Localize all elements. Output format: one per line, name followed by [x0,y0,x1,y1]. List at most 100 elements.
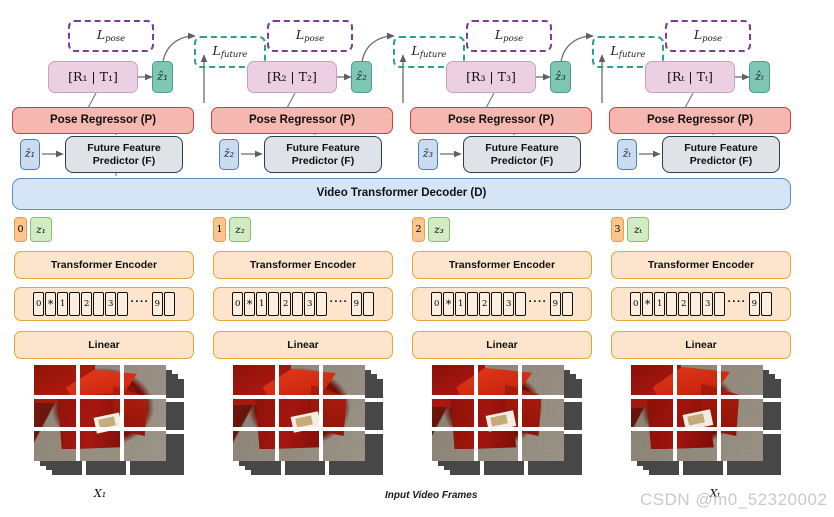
ffp-line2-1: Predictor (F) [92,154,156,167]
linear-box-3: Linear [412,331,592,359]
patch-token: 0 [630,292,642,316]
future-feature-predictor-box-2: Future Feature Predictor (F) [264,136,382,173]
linear-label-4: Linear [685,338,717,351]
patch-token [491,292,503,316]
patch-token [362,292,374,316]
z-bar-box-3: z̄₃ [418,139,438,170]
position-index-3: 2 [412,217,425,242]
pose-regressor-label-2: Pose Regressor (P) [248,113,356,126]
ffp-line1-3: Future Feature [485,142,559,155]
pose-matrix-label-1: [R₁ | T₁] [68,68,118,84]
pose-regressor-box-2: Pose Regressor (P) [211,107,393,134]
position-index-label-3: 2 [415,224,422,235]
patch-token [117,292,129,316]
loss-pose-label-4: Lpose [693,26,723,44]
transformer-encoder-label-3: Transformer Encoder [448,258,556,271]
transformer-encoder-label-1: Transformer Encoder [50,258,158,271]
future-feature-predictor-box-1: Future Feature Predictor (F) [65,136,183,173]
patch-token: 1 [256,292,268,316]
patch-token [515,292,527,316]
patch-token [268,292,280,316]
patch-token-ellipsis: ···· [329,296,349,308]
pose-matrix-box-1: [R₁ | T₁] [48,61,138,93]
loss-pose-box-2: Lpose [267,20,353,52]
position-index-4: 3 [611,217,624,242]
patch-token [760,292,772,316]
z-bar-box-1: z̄₁ [20,139,40,170]
z-bar-box-4: z̄ₜ [617,139,637,170]
pose-matrix-label-3: [R₃ | T₃] [466,68,516,84]
patch-token-ellipsis: ···· [130,296,150,308]
frame-photo-2 [233,365,365,461]
frame-label-text-1: X₁ [93,487,107,500]
loss-pose-box-1: Lpose [68,20,154,52]
loss-future-label-3: Lfuture [610,42,646,60]
z-token-1: z₁ [30,217,52,242]
patch-token: * [642,292,654,316]
loss-future-box-1: Lfuture [194,36,266,68]
z-hat-box-3: ẑ₃ [550,61,571,93]
patch-token [666,292,678,316]
patch-token: 0 [33,292,45,316]
position-index-1: 0 [14,217,27,242]
patch-token: 1 [57,292,69,316]
loss-future-box-2: Lfuture [393,36,465,68]
patch-token: 1 [654,292,666,316]
ffp-line1-2: Future Feature [286,142,360,155]
linear-label-1: Linear [88,338,120,351]
patch-token [292,292,304,316]
loss-pose-label-1: Lpose [96,26,126,44]
patch-token: 9 [151,292,163,316]
transformer-encoder-box-4: Transformer Encoder [611,251,791,279]
pose-regressor-box-3: Pose Regressor (P) [410,107,592,134]
patch-token: 9 [748,292,760,316]
z-hat-box-1: ẑ₁ [152,61,173,93]
position-index-label-1: 0 [17,224,24,235]
z-token-label-1: z₁ [36,223,46,236]
patch-token: 0 [232,292,244,316]
pose-matrix-box-3: [R₃ | T₃] [446,61,536,93]
z-hat-label-3: ẑ₃ [555,69,566,84]
patch-token: 3 [702,292,714,316]
patch-token [714,292,726,316]
z-token-label-2: z₂ [235,223,245,236]
input-frame-stack-2 [233,365,383,477]
patch-token-ellipsis: ···· [727,296,747,308]
z-token-label-4: zₜ [633,223,643,236]
z-bar-label-3: z̄₃ [422,147,434,161]
token-pair-1: 0 z₁ [14,217,52,242]
patch-token: * [443,292,455,316]
linear-box-2: Linear [213,331,393,359]
patch-token: 9 [350,292,362,316]
linear-box-4: Linear [611,331,791,359]
loss-future-box-3: Lfuture [592,36,664,68]
z-token-3: z₃ [428,217,450,242]
linear-box-1: Linear [14,331,194,359]
z-hat-label-2: ẑ₂ [356,69,367,84]
future-feature-predictor-box-4: Future Feature Predictor (F) [662,136,780,173]
patch-token-ellipsis: ···· [528,296,548,308]
patch-token: 3 [304,292,316,316]
z-token-2: z₂ [229,217,251,242]
frame-label-text-4: Xₜ [709,487,721,500]
patch-token [467,292,479,316]
linear-label-2: Linear [287,338,319,351]
z-hat-label-4: ẑₜ [755,69,764,84]
patch-token [69,292,81,316]
position-index-2: 1 [213,217,226,242]
transformer-encoder-box-1: Transformer Encoder [14,251,194,279]
token-pair-3: 2 z₃ [412,217,450,242]
loss-future-label-1: Lfuture [212,42,248,60]
pose-regressor-label-3: Pose Regressor (P) [447,113,555,126]
pose-regressor-box-4: Pose Regressor (P) [609,107,791,134]
frame-photo-4 [631,365,763,461]
patch-token: 3 [105,292,117,316]
pose-regressor-label-1: Pose Regressor (P) [49,113,157,126]
pose-matrix-box-4: [Rₜ | Tₜ] [645,61,735,93]
patch-token: 2 [280,292,292,316]
ffp-line1-4: Future Feature [684,142,758,155]
